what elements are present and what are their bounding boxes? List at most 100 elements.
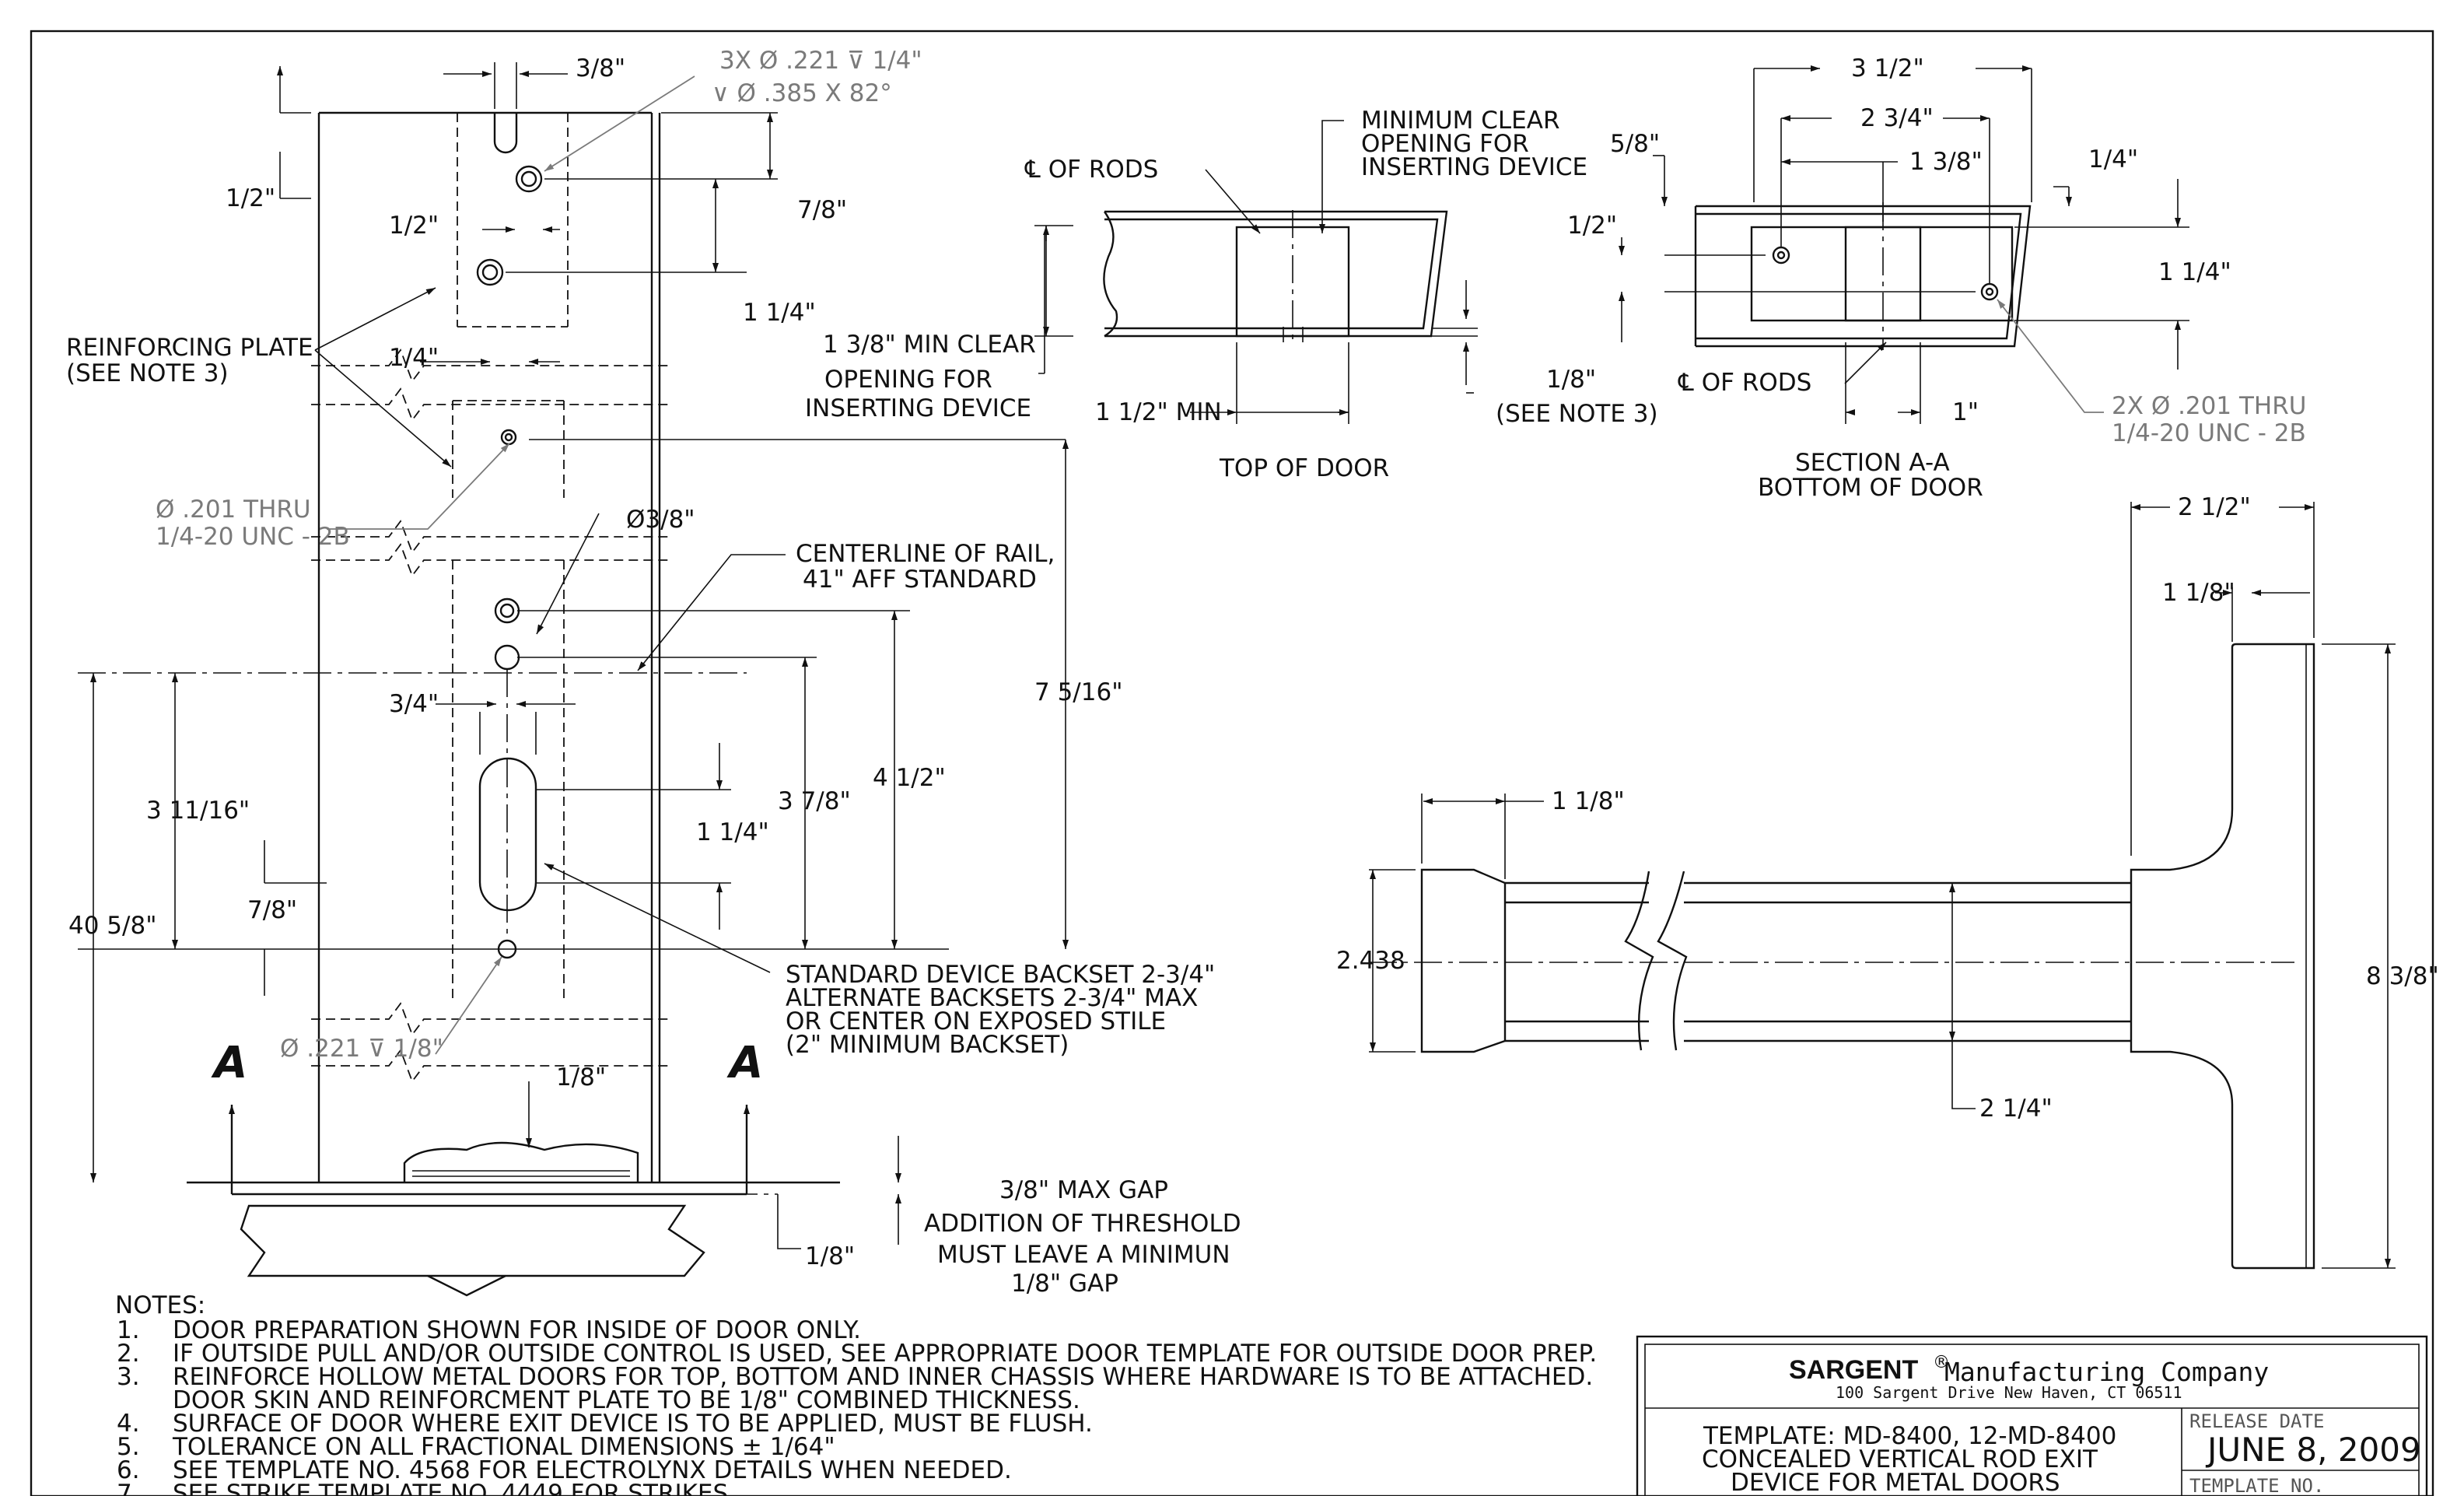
- note-num-6: 6.: [117, 1456, 140, 1484]
- brand-reg: ®: [1933, 1353, 1950, 1372]
- top-of-door-view: [1034, 120, 1478, 424]
- dim-1-4b: 1/4": [2088, 145, 2138, 173]
- rail-line2: 41" AFF STANDARD: [803, 566, 1037, 594]
- dim-7-8a: 7/8": [797, 196, 847, 224]
- holes-3x-callout: 3X Ø .221 ⊽ 1/4": [719, 47, 922, 75]
- section-marker-right: A: [726, 1038, 763, 1088]
- notes-block: NOTES: 1. DOOR PREPARATION SHOWN FOR INS…: [115, 1291, 1597, 1496]
- note-4: SURFACE OF DOOR WHERE EXIT DEVICE IS TO …: [173, 1410, 1093, 1438]
- dim-1-1-4a: 1 1/4": [743, 299, 816, 327]
- template-line2: CONCEALED VERTICAL ROD EXIT: [1702, 1445, 2098, 1473]
- company-name: Manufacturing Company: [1944, 1357, 2269, 1387]
- dim-1-2b: 1/2": [389, 212, 439, 240]
- dim-1-4a: 1/4": [389, 344, 439, 372]
- dim-3-11-16: 3 11/16": [146, 797, 250, 825]
- section-marker-left: A: [211, 1038, 247, 1088]
- note-num-5: 5.: [117, 1433, 140, 1461]
- stile-elevation: [78, 62, 1069, 1297]
- dim-7-5-16: 7 5/16": [1034, 678, 1122, 706]
- dimension-text: 3/8" 1/2" 1/2" 7/8" 1 1/4" 1/4" 7 5/16" …: [68, 54, 2439, 1270]
- release-date-label: RELEASE DATE: [2189, 1410, 2324, 1432]
- dim-1-8a: 1/8": [556, 1063, 606, 1091]
- clear-opening-line1: 1 3/8" MIN CLEAR: [823, 331, 1036, 359]
- backset-line4: (2" MINIMUM BACKSET): [786, 1031, 1069, 1059]
- gap-line3: MUST LEAVE A MINIMUN: [937, 1241, 1230, 1269]
- dim-1-8c: 1/8": [1546, 366, 1596, 394]
- dim-2-1-4: 2 1/4": [1979, 1095, 2053, 1123]
- dim-7-8b: 7/8": [247, 896, 297, 924]
- release-date: JUNE 8, 2009: [2205, 1431, 2421, 1469]
- min-clear-line3: INSERTING DEVICE: [1361, 153, 1587, 181]
- cl-rods-section: ℄ OF RODS: [1678, 369, 1811, 397]
- leaders: [314, 75, 786, 1055]
- reinforcing-plate-line1: REINFORCING PLATE: [66, 334, 313, 362]
- reinforcing-plate-line2: (SEE NOTE 3): [66, 359, 229, 387]
- dim-2-1-2: 2 1/2": [2178, 493, 2251, 521]
- note-3: REINFORCE HOLLOW METAL DOORS FOR TOP, BO…: [173, 1363, 1593, 1391]
- dim-1-1-8b: 1 1/8": [1552, 787, 1625, 815]
- backset-line3: OR CENTER ON EXPOSED STILE: [786, 1007, 1166, 1035]
- dim-8-3-8: 8 3/8": [2366, 962, 2439, 990]
- note-2: IF OUTSIDE PULL AND/OR OUTSIDE CONTROL I…: [173, 1340, 1597, 1368]
- device-side-view: [1369, 502, 2396, 1270]
- dim-3-8: 3/8": [576, 54, 625, 82]
- note-num-4: 4.: [117, 1410, 140, 1438]
- dim-1-1-8a: 1 1/8": [2162, 579, 2235, 607]
- dia-3-8-callout: Ø3/8": [626, 506, 695, 534]
- tap-2x-line2: 1/4-20 UNC - 2B: [2112, 419, 2306, 447]
- dim-1-2a: 1/2": [226, 184, 275, 212]
- gap-line1: 3/8" MAX GAP: [999, 1176, 1168, 1204]
- dim-2-3-4: 2 3/4": [1860, 104, 1934, 132]
- dim-1-2c: 1/2": [1567, 212, 1617, 240]
- min-1-1-2: 1 1/2" MIN: [1095, 398, 1222, 426]
- top-of-door-title: TOP OF DOOR: [1219, 454, 1389, 482]
- note-num-7: 7.: [117, 1480, 140, 1496]
- note-5: TOLERANCE ON ALL FRACTIONAL DIMENSIONS ±…: [172, 1433, 835, 1461]
- bottom-hole-callout: Ø .221 ⊽ 1/8": [280, 1035, 443, 1063]
- dim-3-1-2: 3 1/2": [1851, 54, 1924, 82]
- backset-line1: STANDARD DEVICE BACKSET 2-3/4": [786, 961, 1215, 989]
- cl-rods-top: ℄ OF RODS: [1024, 156, 1158, 184]
- sheet-border: [30, 30, 2434, 1496]
- dim-40-5-8: 40 5/8": [68, 912, 156, 940]
- tap-1x-line1: Ø .201 THRU: [156, 496, 311, 524]
- note-6: SEE TEMPLATE NO. 4568 FOR ELECTROLYNX DE…: [173, 1456, 1012, 1484]
- rail-line1: CENTERLINE OF RAIL,: [796, 540, 1055, 568]
- clear-opening-line2: OPENING FOR: [824, 366, 992, 394]
- dim-2438: 2.438: [1336, 947, 1405, 975]
- dim-3-4: 3/4": [389, 690, 439, 718]
- note-1: DOOR PREPARATION SHOWN FOR INSIDE OF DOO…: [173, 1316, 861, 1344]
- dim-5-8: 5/8": [1610, 130, 1660, 158]
- clear-opening-line3: INSERTING DEVICE: [805, 394, 1031, 422]
- gap-line2: ADDITION OF THRESHOLD: [924, 1210, 1241, 1238]
- countersink-callout: ∨ Ø .385 X 82°: [712, 79, 892, 107]
- template-no-label: TEMPLATE NO.: [2189, 1475, 2324, 1496]
- dim-1-8b: 1/8": [805, 1242, 855, 1270]
- see-note-3: (SEE NOTE 3): [1496, 400, 1658, 428]
- note-7: SEE STRIKE TEMPLATE NO. 4449 FOR STRIKES…: [173, 1480, 736, 1496]
- backset-line2: ALTERNATE BACKSETS 2-3/4" MAX: [786, 984, 1198, 1012]
- note-num-1: 1.: [117, 1316, 140, 1344]
- dim-1-1-4b: 1 1/4": [696, 818, 769, 846]
- dim-1: 1": [1952, 398, 1979, 426]
- section-aa-subtitle: BOTTOM OF DOOR: [1758, 474, 1983, 502]
- template-line3: DEVICE FOR METAL DOORS: [1731, 1469, 2060, 1496]
- min-clear-line2: OPENING FOR: [1361, 130, 1529, 158]
- notes-heading: NOTES:: [115, 1291, 205, 1319]
- section-aa-view: [1619, 65, 2189, 424]
- title-block: SARGENT ® Manufacturing Company 100 Sarg…: [1636, 1335, 2428, 1496]
- dim-1-3-8: 1 3/8": [1909, 148, 1983, 176]
- note-num-2: 2.: [117, 1340, 140, 1368]
- brand-logo: SARGENT: [1789, 1355, 1918, 1385]
- tap-1x-line2: 1/4-20 UNC - 2B: [156, 523, 350, 551]
- dim-1-1-4c: 1 1/4": [2158, 258, 2231, 286]
- callout-text: 3X Ø .221 ⊽ 1/4" ∨ Ø .385 X 82° MINIMUM …: [66, 47, 2306, 1298]
- note-3b: DOOR SKIN AND REINFORCMENT PLATE TO BE 1…: [173, 1386, 1080, 1414]
- tap-2x-line1: 2X Ø .201 THRU: [2112, 392, 2306, 420]
- template-line1: TEMPLATE: MD-8400, 12-MD-8400: [1703, 1422, 2116, 1450]
- section-aa-title: SECTION A-A: [1795, 449, 1950, 477]
- min-clear-line1: MINIMUM CLEAR: [1361, 107, 1560, 135]
- dim-4-1-2: 4 1/2": [873, 764, 946, 792]
- company-address: 100 Sargent Drive New Haven, CT 06511: [1836, 1383, 2182, 1402]
